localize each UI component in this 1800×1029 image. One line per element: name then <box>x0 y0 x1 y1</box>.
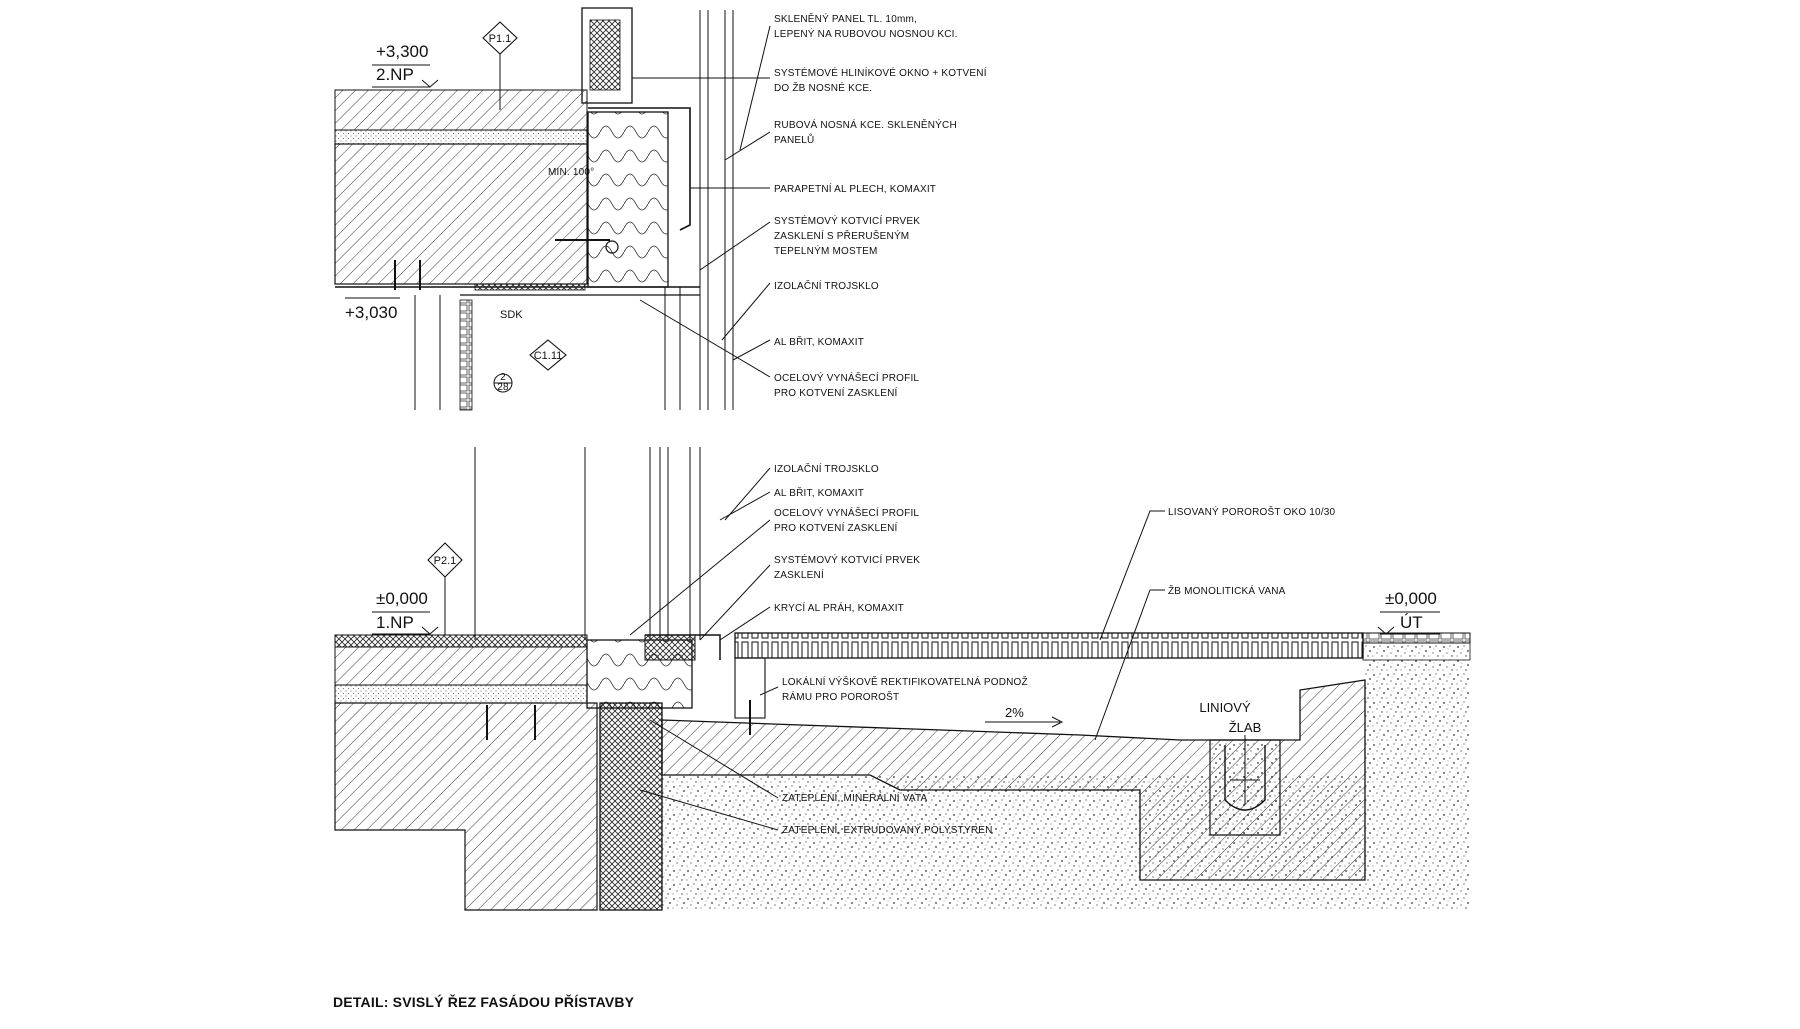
label-steel-profile-upper-1: OCELOVÝ VYNÁŠECÍ PROFIL <box>774 371 919 384</box>
label-grating: LISOVANÝ POROROŠT OKO 10/30 <box>1168 505 1336 518</box>
label-anchor-3: TEPELNÝM MOSTEM <box>774 244 878 257</box>
tag-sdk: SDK <box>500 309 523 321</box>
label-parapet: PARAPETNÍ AL PLECH, KOMAXIT <box>774 182 936 195</box>
grating <box>734 632 1364 659</box>
label-glass-panel-2: LEPENÝ NA RUBOVOU NOSNOU KCI. <box>774 27 958 40</box>
xps-insulation <box>599 702 663 911</box>
screed-lower <box>334 646 588 686</box>
label-steel-profile-upper-2: PRO KOTVENÍ ZASKLENÍ <box>774 386 897 399</box>
svg-text:P2.1: P2.1 <box>434 555 457 567</box>
level-marker-lower: ±0,000 1.NP <box>372 589 439 635</box>
label-glass-panel-1: SKLENĚNÝ PANEL TL. 10mm, <box>774 12 917 25</box>
lower-leaders <box>629 467 1165 831</box>
level-marker-upper-top: +3,300 2.NP <box>372 42 439 88</box>
level-value-3030: +3,030 <box>345 303 397 322</box>
label-drain-2: ŽLAB <box>1229 720 1262 735</box>
level-value-000: ±0,000 <box>376 589 428 608</box>
level-value-3300: +3,300 <box>376 42 428 61</box>
label-tub: ŽB MONOLITICKÁ VANA <box>1168 584 1286 597</box>
label-window-1: SYSTÉMOVÉ HLINÍKOVÉ OKNO + KOTVENÍ <box>774 66 987 79</box>
label-triple-glass-lower: IZOLAČNÍ TROJSKLO <box>774 462 879 475</box>
label-al-blade-upper: AL BŘIT, KOMAXIT <box>774 335 864 348</box>
level-marker-upper-bottom: +3,030 <box>345 297 400 322</box>
window-frame-upper <box>581 7 633 104</box>
label-anchor-1: SYSTÉMOVÝ KOTVICÍ PRVEK <box>774 214 920 227</box>
tag-min: MIN. 100° <box>548 167 594 178</box>
parapet-sheet <box>588 107 691 231</box>
tag-ref: 2 28 <box>493 372 513 393</box>
insulation-layer-upper <box>334 129 588 145</box>
tag-p21: P2.1 <box>427 542 463 635</box>
label-steel-profile-lower-2: PRO KOTVENÍ ZASKLENÍ <box>774 521 897 534</box>
label-pedestal-1: LOKÁLNÍ VÝŠKOVĚ REKTIFIKOVATELNÁ PODNOŽ <box>782 675 1028 688</box>
label-triple-glass-upper: IZOLAČNÍ TROJSKLO <box>774 279 879 292</box>
svg-text:C1.11: C1.11 <box>534 350 563 362</box>
label-al-blade-lower: AL BŘIT, KOMAXIT <box>774 486 864 499</box>
concrete-slab-upper <box>334 143 588 285</box>
svg-text:2: 2 <box>500 372 506 383</box>
label-pedestal-2: RÁMU PRO POROROŠT <box>782 690 899 703</box>
facade-insulation-upper <box>587 111 669 288</box>
concrete-tub <box>661 679 1366 881</box>
level-value-outdoor: ±0,000 <box>1385 589 1437 608</box>
label-cover-sill: KRYCÍ AL PRÁH, KOMAXIT <box>774 601 904 614</box>
label-steel-profile-lower-1: OCELOVÝ VYNÁŠECÍ PROFIL <box>774 506 919 519</box>
label-anchor-lower-2: ZASKLENÍ <box>774 568 824 581</box>
level-floor-1np: 1.NP <box>376 613 414 632</box>
tag-p11: P1.1 <box>482 21 518 110</box>
lower-detail <box>334 447 1471 911</box>
foundation-concrete <box>334 702 598 911</box>
level-floor-2np: 2.NP <box>376 65 414 84</box>
upper-annotations: SKLENĚNÝ PANEL TL. 10mm, LEPENÝ NA RUBOV… <box>774 12 987 399</box>
level-marker-outdoor: ±0,000 ÚT <box>1377 589 1440 635</box>
label-anchor-lower-1: SYSTÉMOVÝ KOTVICÍ PRVEK <box>774 553 920 566</box>
label-xps: ZATEPLENÍ, EXTRUDOVANÝ POLYSTYREN <box>782 823 993 836</box>
label-mineral-wool: ZATEPLENÍ, MINERÁLNÍ VATA <box>782 791 928 804</box>
lower-annotations: IZOLAČNÍ TROJSKLO AL BŘIT, KOMAXIT OCELO… <box>774 462 1336 836</box>
label-window-2: DO ŽB NOSNÉ KCE. <box>774 81 872 94</box>
svg-text:MIN. 100°: MIN. 100° <box>548 167 594 178</box>
svg-text:P1.1: P1.1 <box>489 33 512 45</box>
label-back-structure-1: RUBOVÁ NOSNÁ KCE. SKLENĚNÝCH <box>774 118 957 131</box>
svg-text:SDK: SDK <box>500 309 523 321</box>
insulation-lower <box>334 684 588 704</box>
tag-c111: C1.11 <box>529 339 567 371</box>
ground-gravel-right <box>1365 660 1470 775</box>
drawing-title: DETAIL: SVISLÝ ŘEZ FASÁDOU PŘÍSTAVBY <box>333 994 635 1010</box>
label-anchor-2: ZASKLENÍ S PŘERUŠENÝM <box>774 229 909 242</box>
level-floor-ut: ÚT <box>1400 613 1423 632</box>
floor-finish-upper <box>334 89 588 131</box>
label-slope: 2% <box>1005 705 1024 720</box>
floor-finish-lower <box>334 634 588 648</box>
label-back-structure-2: PANELŮ <box>774 133 814 146</box>
upper-detail <box>334 7 734 411</box>
svg-text:28: 28 <box>497 382 509 393</box>
label-drain-1: LINIOVÝ <box>1199 700 1251 715</box>
upper-leaders <box>632 25 771 378</box>
